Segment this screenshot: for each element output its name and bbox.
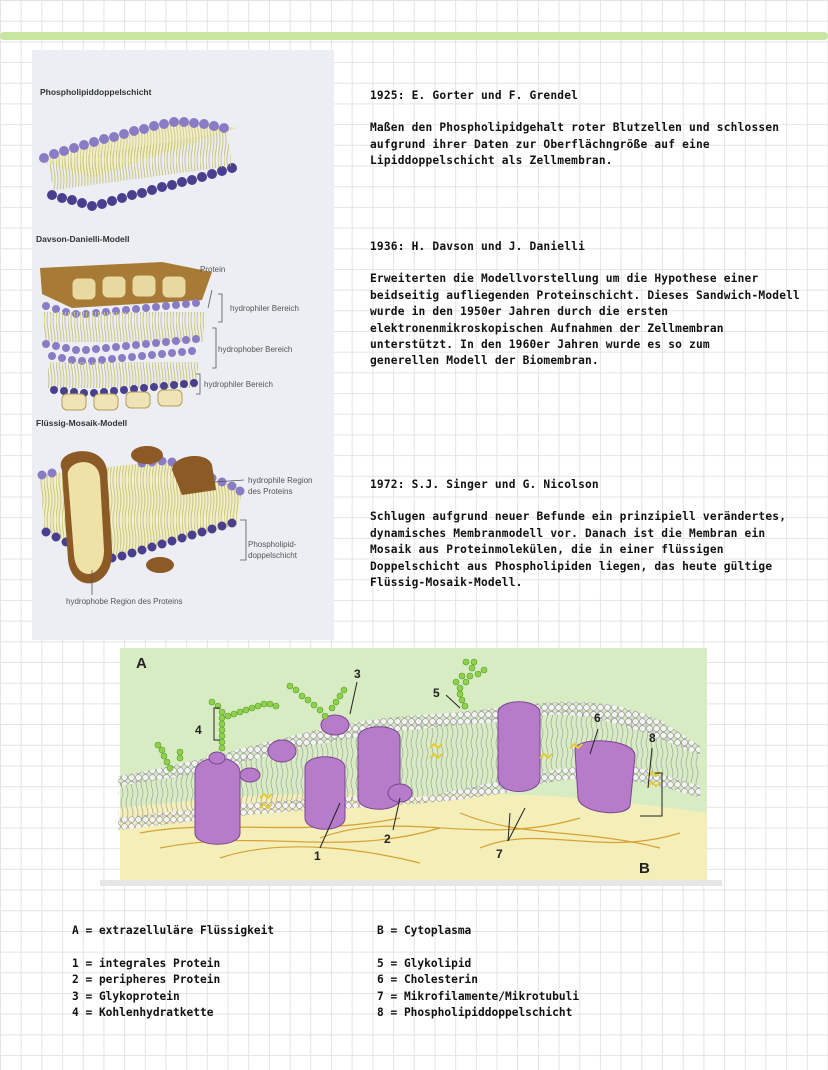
model-3-title: Flüssig-Mosaik-Modell <box>36 418 127 428</box>
label-hydrophob-region: hydrophobe Region des Proteins <box>66 597 183 606</box>
label-pl-1: Phospholipid- <box>248 540 297 549</box>
legend-item: 2 = peripheres Protein <box>72 973 221 987</box>
label-pl-2: doppelschicht <box>248 551 298 560</box>
model-1-title: Phospholipiddoppelschicht <box>40 87 152 97</box>
membrane-models-figure: Phospholipiddoppelschicht Davson-Dan <box>32 50 334 640</box>
entry-line: generellen Modell der Biomembran. <box>370 354 599 368</box>
entry-line: dynamisches Membranmodell vor. Danach is… <box>370 526 766 540</box>
cytoplasm-region <box>120 793 707 880</box>
label-num-2: 2 <box>384 832 391 846</box>
legend-item: 7 = Mikrofilamente/Mikrotubuli <box>377 989 580 1003</box>
label-hydrophil-1: hydrophiler Bereich <box>230 304 299 313</box>
legend-spacer <box>377 939 579 955</box>
integral-protein <box>194 757 241 845</box>
entry-line: unterstützt. In den 1960er Jahren wurde … <box>370 338 710 352</box>
label-num-8: 8 <box>649 731 656 745</box>
entry-line: Erweiterten die Modellvorstellung um die… <box>370 272 759 286</box>
entry-line: aufgrund ihrer Daten zur Oberflächngröße… <box>370 137 710 151</box>
fluid-mosaic-graphic <box>37 446 247 595</box>
label-region-1: hydrophile Region <box>248 476 313 485</box>
entry-line: wurde in den 1950er Jahren durch die ers… <box>370 305 669 319</box>
legend-right: B = Cytoplasma 5 = Glykolipid 6 = Choles… <box>377 923 579 1021</box>
legend-spacer <box>72 939 274 955</box>
entry-line: Doppelschicht aus Phospholipiden liegen,… <box>370 559 773 573</box>
legend-item: 4 = Kohlenhydratkette <box>72 1006 214 1020</box>
legend-item: A = extrazelluläre Flüssigkeit <box>72 924 275 937</box>
legend-item: 6 = Cholesterin <box>377 973 479 987</box>
entry-heading: 1972: S.J. Singer und G. Nicolson <box>370 478 599 491</box>
carbohydrate-chains <box>154 658 488 772</box>
entry-line: Lipiddoppelschicht als Zellmembran. <box>370 154 613 168</box>
legend-item: 3 = Glykoprotein <box>72 989 180 1003</box>
model-2-title: Davson-Danielli-Modell <box>36 234 130 244</box>
entry-line: Schlugen aufgrund neuer Befunde ein prin… <box>370 510 787 524</box>
label-num-3: 3 <box>354 667 361 681</box>
label-num-1: 1 <box>314 849 321 863</box>
protein-group <box>194 701 636 845</box>
label-num-4: 4 <box>195 723 202 737</box>
legend-item: 1 = integrales Protein <box>72 956 221 970</box>
membrane-diagram: A B 1 2 3 4 5 6 7 8 <box>100 648 722 903</box>
callout-lines <box>213 681 663 849</box>
entry-line: elektronenmikroskopischen Aufnahmen der … <box>370 321 724 335</box>
timeline-entry-1972: 1972: S.J. Singer und G. Nicolson Schlug… <box>370 477 810 591</box>
label-num-6: 6 <box>594 711 601 725</box>
davson-danielli-graphic <box>40 262 223 411</box>
legend-item: 5 = Glykolipid <box>377 956 472 970</box>
cholesterol <box>259 742 661 810</box>
entry-line: Flüssig-Mosaik-Modell. <box>370 576 523 590</box>
entry-heading: 1936: H. Davson und J. Danielli <box>370 240 585 253</box>
legend-item: B = Cytoplasma <box>377 924 472 937</box>
entry-heading: 1925: E. Gorter und F. Grendel <box>370 89 579 102</box>
header-accent-bar <box>0 32 828 40</box>
peripheral-protein <box>387 783 413 803</box>
label-a: A <box>136 655 147 672</box>
label-num-5: 5 <box>433 686 440 700</box>
label-protein: Protein <box>200 265 225 274</box>
label-region-2: des Proteins <box>248 487 292 496</box>
label-num-7: 7 <box>496 847 503 861</box>
label-hydrophil-2: hydrophiler Bereich <box>204 380 273 389</box>
legend-left: A = extrazelluläre Flüssigkeit 1 = integ… <box>72 923 274 1021</box>
legend-item: 8 = Phospholipiddoppelschicht <box>377 1006 573 1020</box>
entry-line: Mosaik aus Proteinmolekülen, die in eine… <box>370 543 724 557</box>
glycoprotein <box>320 714 350 736</box>
phospholipid-bilayer-graphic <box>39 117 237 211</box>
label-b: B <box>639 860 650 877</box>
entry-line: Maßen den Phospholipidgehalt roter Blutz… <box>370 121 780 135</box>
timeline-entry-1936: 1936: H. Davson und J. Danielli Erweiter… <box>370 239 810 370</box>
entry-line: beidseitig aufliegenden Proteinschicht. … <box>370 288 800 302</box>
label-hydrophob: hydrophober Bereich <box>218 345 292 354</box>
timeline-entry-1925: 1925: E. Gorter und F. Grendel Maßen den… <box>370 88 810 170</box>
